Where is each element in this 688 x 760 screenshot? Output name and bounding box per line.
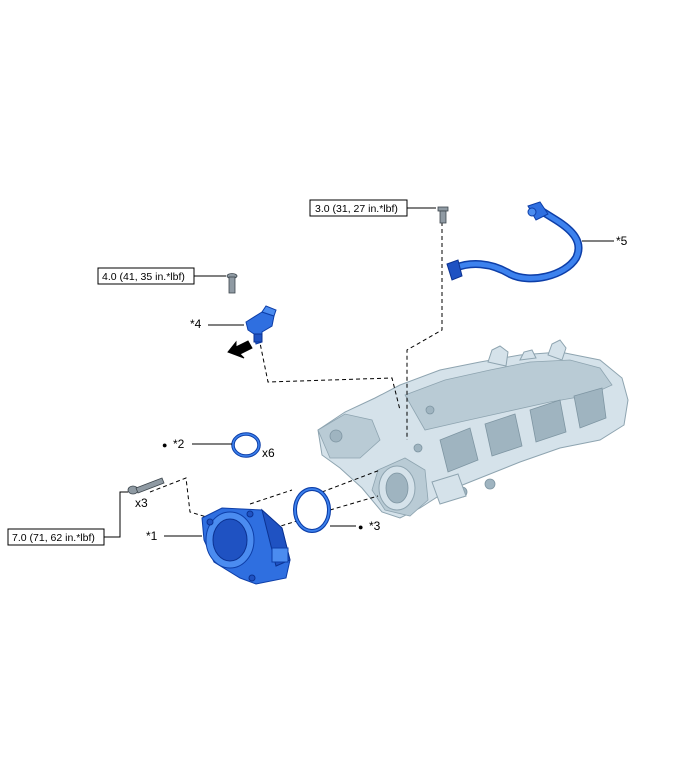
gasket-large: [293, 487, 331, 533]
gasket-small: [231, 432, 261, 458]
torque-spec-pipe-bolt: 3.0 (31, 27 in.*lbf): [309, 199, 436, 217]
marker-gasket-small: ●: [162, 440, 167, 450]
throttle-body: [201, 507, 291, 585]
guide-throttle-gasket-2: [267, 519, 301, 531]
callout-throttle-body: *1: [146, 529, 158, 543]
guide-throttle-gasket-1: [249, 489, 293, 505]
black-arrow-icon: [227, 340, 253, 359]
pipe-bolt-icon: [437, 206, 449, 224]
pcv-hose: [446, 201, 583, 283]
torque-spec-sensor-bolt: 4.0 (41, 35 in.*lbf): [97, 267, 226, 285]
guide-gasket-manifold-2: [329, 495, 379, 511]
guide-gasket-manifold-1: [321, 469, 381, 493]
callout-sensor: *4: [190, 317, 202, 331]
guide-sensor: [258, 337, 401, 411]
assembly-guide-lines: [149, 222, 443, 531]
guide-pipe-bolt: [406, 222, 443, 440]
callout-gasket-small: *2: [173, 437, 185, 451]
sensor-bolt-icon: [226, 273, 238, 294]
sensor-part: [245, 305, 277, 345]
torque-pipe-bolt-text: 3.0 (31, 27 in.*lbf): [315, 203, 398, 215]
qty-gasket-small: x6: [262, 446, 275, 460]
throttle-bolt-icon: [127, 477, 165, 495]
intake-manifold: [317, 339, 629, 519]
qty-throttle-bolt: x3: [135, 496, 148, 510]
marker-gasket-large: ●: [358, 522, 363, 532]
callout-hose: *5: [616, 234, 628, 248]
callout-gasket-large: *3: [369, 519, 381, 533]
torque-sensor-bolt-text: 4.0 (41, 35 in.*lbf): [102, 271, 185, 283]
torque-spec-throttle-bolt: 7.0 (71, 62 in.*lbf): [7, 491, 128, 546]
torque-throttle-bolt-text: 7.0 (71, 62 in.*lbf): [12, 532, 95, 544]
